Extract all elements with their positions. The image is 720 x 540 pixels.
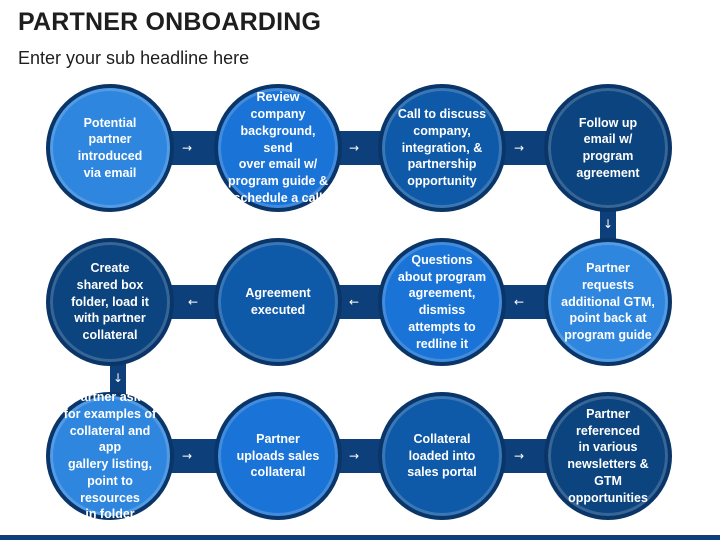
- arrow-down-icon: ↓: [113, 371, 124, 385]
- step-text: Collateral loaded into sales portal: [407, 431, 477, 480]
- step-circle-8: Create shared box folder, load it with p…: [46, 238, 174, 366]
- arrow-left-icon: ←: [349, 295, 360, 309]
- step-text: Partner requests additional GTM, point b…: [561, 261, 655, 343]
- step-circle-12: Partner referenced in various newsletter…: [544, 392, 672, 520]
- page-title: PARTNER ONBOARDING: [18, 8, 322, 36]
- step-circle-11: Collateral loaded into sales portal: [378, 392, 506, 520]
- step-text: Partner uploads sales collateral: [236, 431, 320, 480]
- arrow-right-icon: →: [182, 141, 193, 155]
- step-circle-5: Partner requests additional GTM, point b…: [544, 238, 672, 366]
- step-text: Review company background, send over ema…: [228, 90, 329, 205]
- arrow-left-icon: ←: [514, 295, 525, 309]
- step-text: Partner asks for examples of collateral …: [63, 390, 157, 522]
- page-subtitle: Enter your sub headline here: [18, 48, 250, 68]
- arrow-right-icon: →: [349, 449, 360, 463]
- step-text: Follow up email w/ program agreement: [576, 115, 640, 180]
- footer-bar: [0, 535, 720, 540]
- arrow-right-icon: →: [514, 449, 525, 463]
- arrow-right-icon: →: [514, 141, 525, 155]
- arrow-right-icon: →: [182, 449, 193, 463]
- arrow-left-icon: ←: [188, 295, 199, 309]
- connector-band-row-2: [110, 285, 610, 319]
- arrow-down-icon: ↓: [603, 217, 614, 231]
- step-circle-1: Potential partner introduced via email: [46, 84, 174, 212]
- step-text: Call to discuss company, integration, & …: [397, 107, 487, 189]
- step-circle-7: Agreement executed: [214, 238, 342, 366]
- step-circle-2: Review company background, send over ema…: [214, 84, 342, 212]
- arrow-right-icon: →: [349, 141, 360, 155]
- step-text: Partner referenced in various newsletter…: [567, 406, 649, 505]
- step-circle-6: Questions about program agreement, dismi…: [378, 238, 506, 366]
- step-circle-3: Call to discuss company, integration, & …: [378, 84, 506, 212]
- connector-band-row-1: [110, 131, 610, 165]
- step-text: Agreement executed: [245, 286, 311, 317]
- connector-band-row-3: [110, 439, 610, 473]
- step-text: Create shared box folder, load it with p…: [71, 261, 149, 343]
- step-circle-9: Partner asks for examples of collateral …: [46, 390, 174, 522]
- step-text: Potential partner introduced via email: [77, 115, 143, 180]
- step-circle-4: Follow up email w/ program agreement: [544, 84, 672, 212]
- step-circle-10: Partner uploads sales collateral: [214, 392, 342, 520]
- step-text: Questions about program agreement, dismi…: [397, 252, 487, 351]
